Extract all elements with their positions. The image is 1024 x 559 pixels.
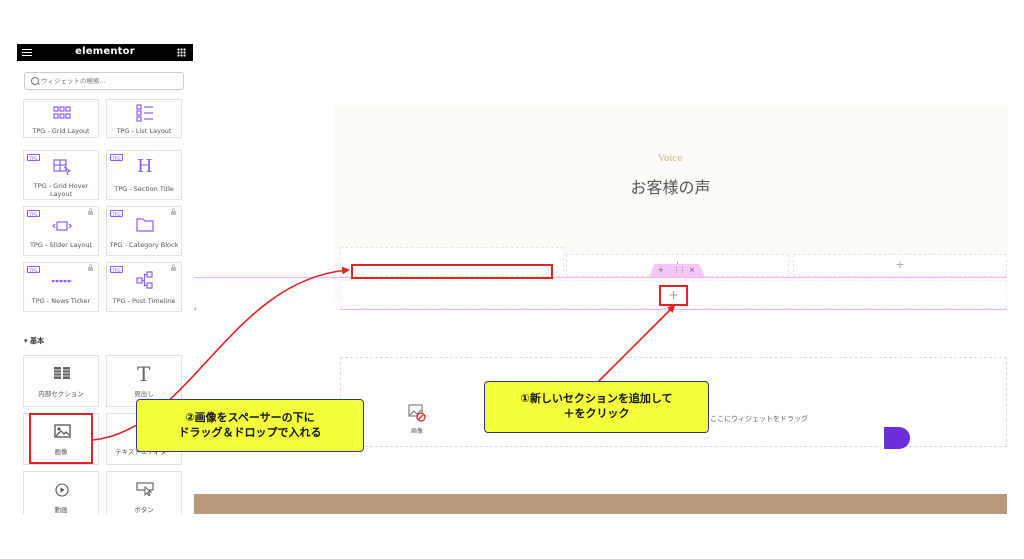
widget-inner-section[interactable]: 内部セクション	[23, 355, 99, 407]
column-1[interactable]	[340, 247, 564, 277]
image-no-drop-icon	[408, 404, 426, 422]
grid-layout-icon	[53, 106, 71, 119]
widget-label: TPG - News Ticker	[31, 297, 91, 305]
widget-tpg-grid-layout[interactable]: TPG - Grid Layout	[23, 99, 99, 138]
ticker-icon	[51, 279, 72, 283]
widget-search-box[interactable]	[24, 72, 184, 90]
widget-label: TPG - Grid Layout	[32, 127, 90, 135]
tpg-badge: TPG	[27, 154, 40, 161]
image-icon	[54, 424, 71, 438]
search-icon	[31, 77, 39, 85]
column-3[interactable]: +	[793, 254, 1007, 277]
list-layout-icon	[136, 104, 153, 122]
widget-search-input[interactable]	[41, 75, 179, 87]
lock-icon	[171, 208, 176, 215]
widget-label: TPG - Category Block	[109, 241, 179, 249]
panel-header: elementor	[17, 44, 193, 61]
heading-t-icon: T	[137, 362, 151, 386]
add-widget-plus-button[interactable]: +	[668, 288, 679, 302]
tpg-badge: TPG	[27, 266, 40, 273]
spacer-drop-target-highlight	[351, 264, 553, 279]
timeline-icon	[136, 271, 153, 289]
add-widget-plus-icon[interactable]: +	[895, 258, 905, 271]
widget-heading[interactable]: T 見出し	[106, 355, 182, 407]
add-section-icon[interactable]: +	[658, 266, 664, 274]
widget-label: ボタン	[134, 506, 154, 514]
drag-handle-icon[interactable]: ⋮⋮	[673, 266, 686, 274]
add-template-button[interactable]	[884, 427, 910, 449]
close-icon[interactable]: ×	[689, 266, 695, 274]
widget-button[interactable]: ボタン	[106, 471, 182, 514]
callout-step-2: ②画像をスペーサーの下に ドラッグ＆ドロップで入れる	[136, 399, 364, 452]
tpg-badge: TPG	[110, 266, 123, 273]
tpg-badge: TPG	[110, 210, 123, 217]
category-basic-heading[interactable]: ▾ 基本	[24, 337, 44, 345]
callout-step-1: ①新しいセクションを追加して ＋をクリック	[484, 381, 709, 433]
drag-widget-hint: ここにウィジェットをドラッグ	[710, 415, 808, 423]
arrow-to-plus	[597, 304, 676, 383]
widget-label: TPG - Slider Layout	[29, 241, 93, 249]
widget-tpg-slider-layout[interactable]: TPG TPG - Slider Layout	[23, 206, 99, 256]
widget-label: TPG - List Layout	[116, 127, 172, 135]
tpg-badge: TPG	[27, 210, 40, 217]
lock-icon	[88, 208, 93, 215]
widget-tpg-news-ticker[interactable]: TPG TPG - News Ticker	[23, 262, 99, 312]
widget-label: TPG - Grid Hover Layout	[33, 182, 89, 198]
widget-label: 画像	[54, 448, 68, 456]
widget-label: TPG - Section Title	[114, 185, 174, 193]
widget-tpg-list-layout[interactable]: TPG - List Layout	[106, 99, 182, 138]
collapse-panel-icon[interactable]: ‹	[194, 305, 197, 313]
button-cursor-icon	[136, 482, 154, 496]
widget-tpg-grid-hover-layout[interactable]: TPG TPG - Grid Hover Layout	[23, 150, 99, 200]
slider-icon	[52, 221, 72, 231]
folder-icon	[136, 218, 154, 232]
lock-icon	[88, 264, 93, 271]
widget-label: テキストエディター	[115, 448, 173, 456]
heading-h-icon: H	[137, 156, 153, 177]
plus-button-highlight	[659, 285, 688, 306]
widget-tpg-post-timeline[interactable]: TPG TPG - Post Timeline	[106, 262, 182, 312]
widget-image[interactable]: 画像	[23, 413, 99, 465]
elementor-logo: elementor	[75, 46, 135, 57]
voice-title: お客様の声	[630, 178, 711, 197]
widget-tpg-category-block[interactable]: TPG TPG - Category Block	[106, 206, 182, 256]
inner-section-icon	[54, 367, 70, 379]
arrow-drag-to-spacer	[92, 266, 350, 441]
section-border-line	[194, 277, 1007, 278]
image-widget-highlight	[29, 413, 93, 464]
lock-icon	[171, 264, 176, 271]
widget-label: 見出し	[134, 390, 154, 398]
grid-hover-icon	[53, 159, 71, 175]
footer-strip	[194, 494, 1007, 514]
widget-label: 動画	[54, 506, 68, 514]
image-widget-label: 画像	[410, 428, 423, 435]
dragged-image-widget: 画像	[408, 404, 426, 435]
widget-video[interactable]: 動画	[23, 471, 99, 514]
section-handle[interactable]: + ⋮⋮ ×	[649, 264, 705, 277]
tpg-badge: TPG	[110, 154, 123, 161]
widgets-grid-icon[interactable]	[177, 48, 186, 57]
widget-label: 内部セクション	[38, 390, 84, 398]
play-icon	[55, 483, 69, 497]
widget-tpg-section-title[interactable]: TPG H TPG - Section Title	[106, 150, 182, 200]
menu-icon[interactable]	[22, 49, 32, 56]
widget-label: TPG - Post Timeline	[112, 297, 176, 305]
voice-subtitle: Voice	[658, 154, 683, 164]
elementor-panel: elementor TPG - Grid Layout TPG - List L…	[17, 44, 193, 514]
